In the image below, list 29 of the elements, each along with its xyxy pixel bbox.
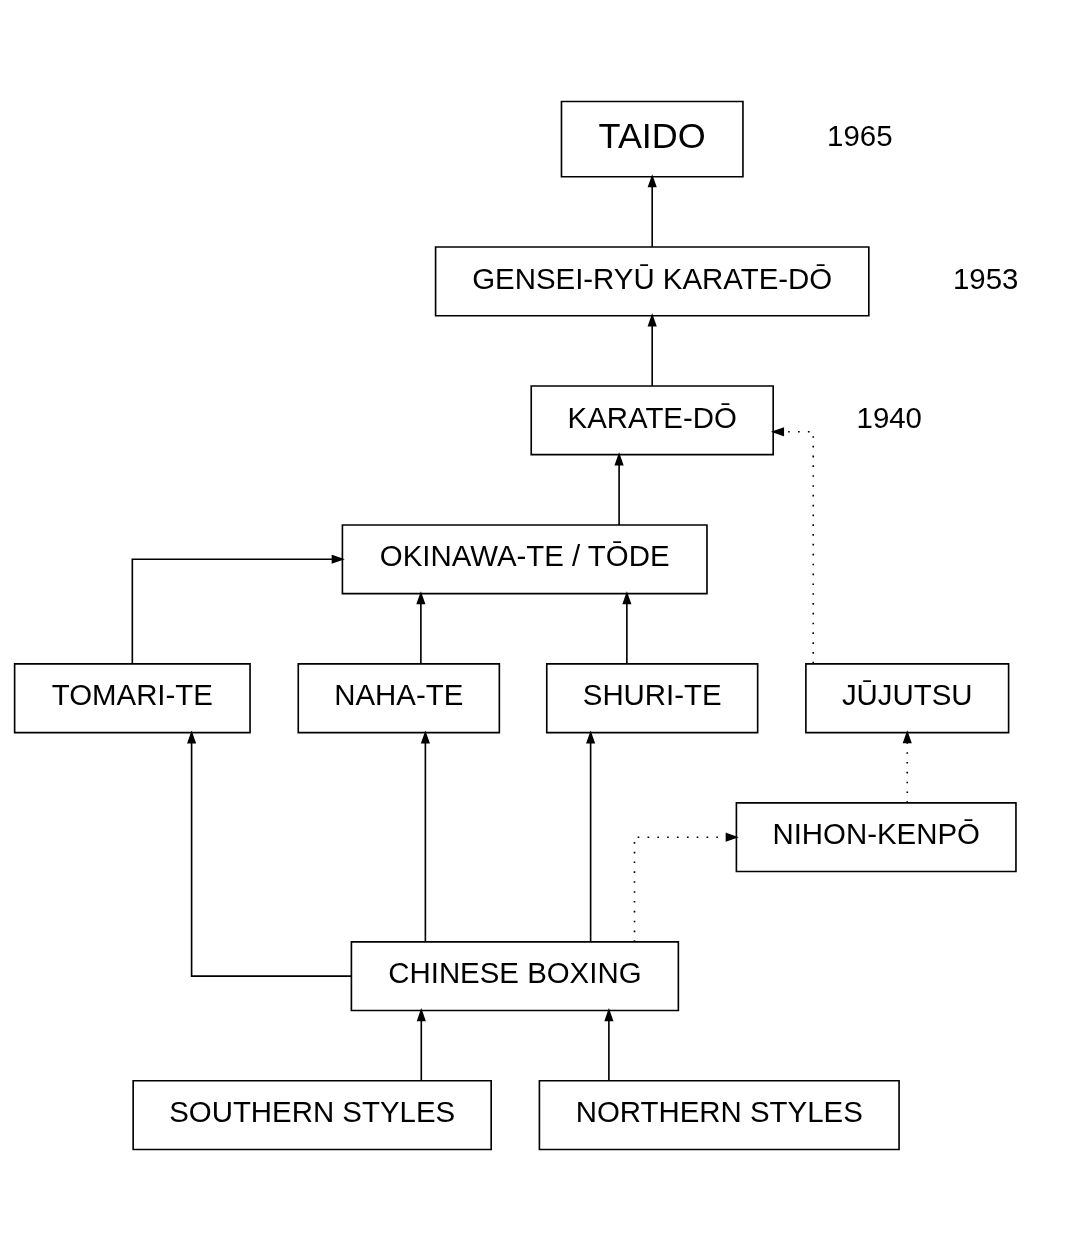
arrow <box>187 729 353 977</box>
node-box: SOUTHERN STYLES <box>132 1079 492 1150</box>
arrow <box>770 426 815 664</box>
node-box: NORTHERN STYLES <box>538 1079 900 1150</box>
arrow <box>647 173 657 248</box>
arrow <box>420 729 430 942</box>
arrow <box>622 590 632 665</box>
node-label: 1953 <box>953 261 1019 295</box>
node-box: CHINESE BOXING <box>350 940 680 1011</box>
arrow <box>131 554 345 665</box>
node-label: 1965 <box>827 118 893 152</box>
node-box: TAIDO <box>560 100 744 178</box>
arrow <box>614 451 624 526</box>
node-box: NAHA-TE <box>297 662 501 733</box>
arrow <box>633 832 739 943</box>
arrow <box>416 590 426 665</box>
arrow <box>647 312 657 387</box>
node-box: NIHON-KENPŌ <box>735 801 1017 872</box>
node-box: OKINAWA-TE / TŌDE <box>341 523 708 594</box>
node-box: GENSEI-RYŪ KARATE-DŌ <box>434 245 870 316</box>
arrow <box>416 1007 426 1082</box>
node-box: JŪJUTSU <box>805 662 1010 733</box>
arrow <box>586 729 596 942</box>
arrow <box>604 1007 614 1082</box>
node-box: TOMARI-TE <box>13 662 251 733</box>
node-box: SHURI-TE <box>545 662 759 733</box>
arrow <box>902 729 912 804</box>
node-box: KARATE-DŌ <box>530 384 774 455</box>
node-label: 1940 <box>856 400 922 434</box>
